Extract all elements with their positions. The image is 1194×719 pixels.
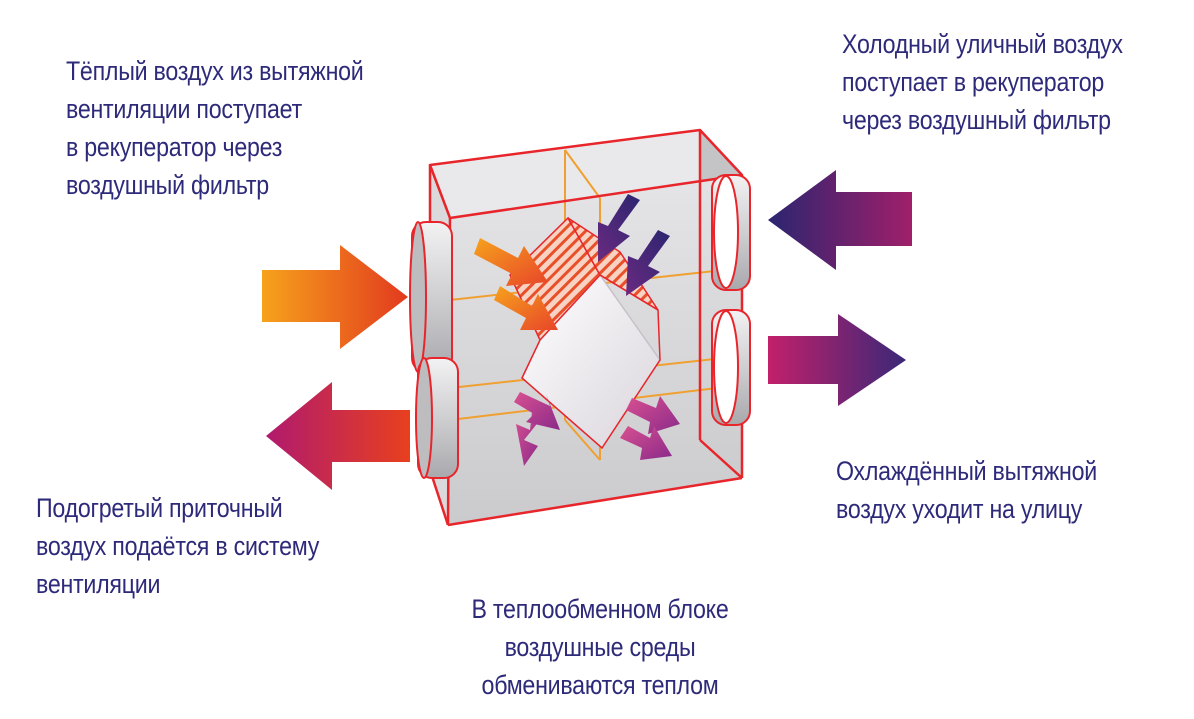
right-top-pipe (711, 174, 751, 291)
caption-line: обмениваются теплом (481, 670, 719, 700)
caption-line: вентиляции поступает (66, 94, 302, 124)
heated-supply-caption: Подогретый приточный воздух подаётся в с… (36, 489, 319, 603)
right-bottom-pipe (711, 309, 751, 426)
warm-exhaust-caption: Тёплый воздух из вытяжной вентиляции пос… (66, 52, 364, 204)
caption-line: воздух уходит на улицу (836, 494, 1083, 524)
cooled-exhaust-out-arrow (768, 314, 906, 406)
caption-line: воздушный фильтр (66, 170, 269, 200)
cold-outdoor-in-arrow (768, 170, 912, 270)
caption-line: воздух подаётся в систему (36, 531, 320, 561)
caption-line: Тёплый воздух из вытяжной (66, 56, 364, 86)
cold-outdoor-caption: Холодный уличный воздух поступает в реку… (842, 25, 1123, 139)
warm-exhaust-in-arrow (262, 245, 408, 349)
caption-line: вентиляции (36, 569, 161, 599)
inner-exhaust-arrows (620, 396, 680, 460)
caption-line: поступает в рекуператор (842, 67, 1105, 97)
caption-line: в рекуператор через (66, 132, 283, 162)
inner-supply-arrows (514, 392, 560, 466)
left-top-pipe (409, 221, 453, 373)
caption-line: В теплообменном блоке (471, 594, 729, 624)
caption-line: воздушные среды (504, 632, 696, 662)
caption-line: через воздушный фильтр (842, 105, 1111, 135)
caption-line: Охлаждённый вытяжной (836, 456, 1097, 486)
inner-cold-arrows (598, 194, 670, 296)
left-bottom-pipe (415, 357, 459, 479)
inner-warm-arrows (474, 238, 558, 330)
caption-line: Подогретый приточный (36, 493, 283, 523)
heat-exchange-caption: В теплообменном блоке воздушные среды об… (428, 590, 772, 704)
caption-line: Холодный уличный воздух (842, 29, 1123, 59)
cooled-exhaust-caption: Охлаждённый вытяжной воздух уходит на ул… (836, 452, 1097, 528)
heated-supply-out-arrow (266, 382, 410, 490)
